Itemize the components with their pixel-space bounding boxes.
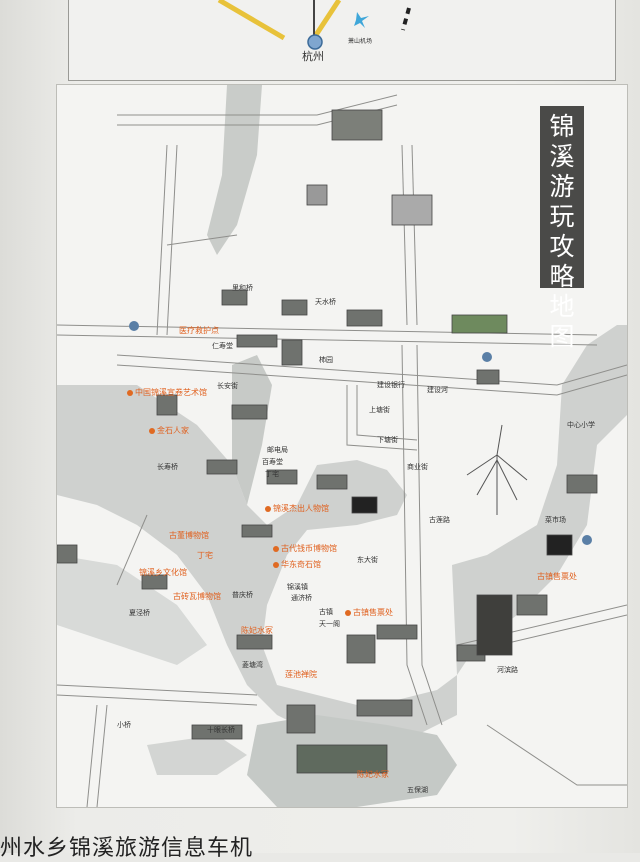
street-label: 里和桥 bbox=[232, 284, 253, 292]
street-label: 丁宅 bbox=[265, 470, 279, 478]
poi-label: 古镇售票处 bbox=[537, 572, 577, 581]
poi-stone-hall[interactable]: 华东奇石馆 bbox=[273, 559, 321, 570]
street-label: 五保湖 bbox=[407, 786, 428, 794]
street-label: 商业街 bbox=[407, 463, 428, 471]
street-label: 河滨路 bbox=[497, 666, 518, 674]
tourist-map[interactable]: 医疗救护点 中国锦溪宣卷艺术馆 金石人家 锦溪杰出人物馆 古董博物馆 锦溪乡文化… bbox=[56, 84, 628, 808]
street-label: 古莲路 bbox=[429, 516, 450, 524]
inset-route-panel: 杭州 萧山机场 bbox=[68, 0, 616, 81]
poi-label: 锦溪杰出人物馆 bbox=[273, 504, 329, 513]
poi-label: 医疗救护点 bbox=[179, 326, 219, 335]
poi-lianchi-temple[interactable]: 莲池禅院 bbox=[285, 669, 317, 680]
street-label: 锦溪镇 bbox=[287, 583, 308, 591]
poi-jinshi[interactable]: 金石人家 bbox=[149, 425, 189, 436]
street-label: 通济桥 bbox=[291, 594, 312, 602]
poi-label: 古董博物馆 bbox=[169, 531, 209, 540]
poi-label: 中国锦溪宣卷艺术馆 bbox=[135, 388, 207, 397]
street-label: 中心小学 bbox=[567, 421, 595, 429]
poi-dot-icon bbox=[149, 427, 155, 434]
street-label: 上塘街 bbox=[369, 406, 390, 414]
poi-label: 陈妃水冢 bbox=[241, 626, 273, 635]
street-label: 下塘街 bbox=[377, 436, 398, 444]
street-label: 东大街 bbox=[357, 556, 378, 564]
poi-dot-icon bbox=[127, 389, 133, 396]
street-label: 仁寿堂 bbox=[212, 342, 233, 350]
poi-label: 金石人家 bbox=[157, 426, 189, 435]
poi-brick-museum[interactable]: 古砖瓦博物馆 bbox=[173, 591, 221, 602]
poi-dot-icon bbox=[273, 545, 279, 552]
poi-label: 莲池禅院 bbox=[285, 670, 317, 679]
poi-dot-icon bbox=[273, 561, 279, 568]
poi-culture-hall[interactable]: 锦溪乡文化馆 bbox=[139, 567, 187, 578]
poi-dot-icon bbox=[265, 505, 271, 512]
page-bottom-text: 州水乡锦溪旅游信息车机 bbox=[0, 836, 254, 861]
poi-ticket-office-1[interactable]: 古镇售票处 bbox=[345, 607, 393, 618]
poi-label: 丁宅 bbox=[197, 551, 213, 560]
poi-xuanjuan-art[interactable]: 中国锦溪宣卷艺术馆 bbox=[127, 387, 207, 398]
poi-coin-museum[interactable]: 古代钱币博物馆 bbox=[273, 543, 337, 554]
poi-label: 古砖瓦博物馆 bbox=[173, 592, 221, 601]
poi-figures-museum[interactable]: 锦溪杰出人物馆 bbox=[265, 503, 329, 514]
street-label: 天一阁 bbox=[319, 620, 340, 628]
poi-chenfei-tomb-2[interactable]: 陈妃水冢 bbox=[241, 625, 273, 636]
map-base bbox=[57, 85, 627, 807]
poi-label: 古镇售票处 bbox=[353, 608, 393, 617]
street-label: 十眼长桥 bbox=[207, 726, 235, 734]
poi-dingzhai[interactable]: 丁宅 bbox=[197, 550, 213, 561]
street-label: 小桥 bbox=[117, 721, 131, 729]
street-label: 菱塘湾 bbox=[242, 661, 263, 669]
street-label: 长寿桥 bbox=[157, 463, 178, 471]
street-label: 邮电局 bbox=[267, 446, 288, 454]
street-label: 建设河 bbox=[427, 386, 448, 394]
poi-medical-aid[interactable]: 医疗救护点 bbox=[179, 325, 219, 336]
poi-label: 华东奇石馆 bbox=[281, 560, 321, 569]
poi-label: 陈妃水冢 bbox=[357, 770, 389, 779]
street-label: 天水桥 bbox=[315, 298, 336, 306]
street-label: 柿园 bbox=[319, 356, 333, 364]
inset-route-graphic bbox=[217, 0, 411, 50]
street-label: 夏泾桥 bbox=[129, 609, 150, 617]
poi-label: 古代钱币博物馆 bbox=[281, 544, 337, 553]
poi-antique-museum[interactable]: 古董博物馆 bbox=[169, 530, 209, 541]
street-label: 百寿堂 bbox=[262, 458, 283, 466]
map-title: 锦溪游玩攻略地图 bbox=[540, 106, 584, 351]
street-label: 建设银行 bbox=[377, 381, 405, 389]
poi-dot-icon bbox=[345, 609, 351, 616]
poi-label: 锦溪乡文化馆 bbox=[139, 568, 187, 577]
street-label: 长安街 bbox=[217, 382, 238, 390]
street-label: 古镇 bbox=[319, 608, 333, 616]
poi-chenfei-tomb-1[interactable]: 陈妃水冢 bbox=[357, 769, 389, 780]
airport-label: 萧山机场 bbox=[348, 38, 373, 45]
poi-ticket-office-2[interactable]: 古镇售票处 bbox=[537, 571, 577, 582]
street-label: 菜市场 bbox=[545, 516, 566, 524]
street-label: 普庆桥 bbox=[232, 591, 253, 599]
city-label: 杭州 bbox=[302, 50, 324, 63]
